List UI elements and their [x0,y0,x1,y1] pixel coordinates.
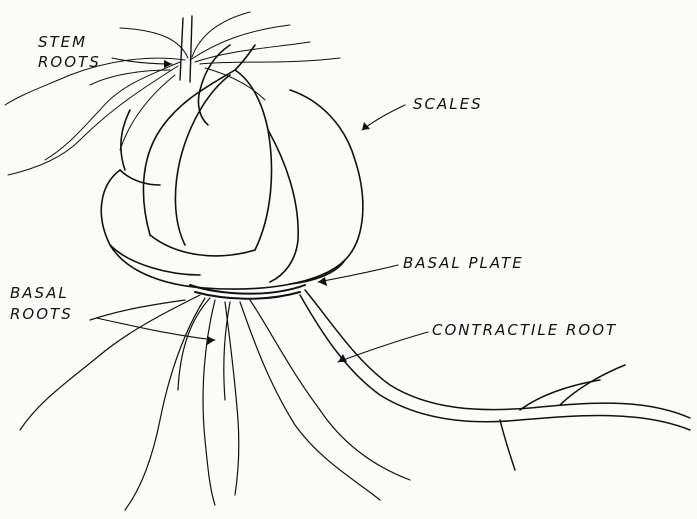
bulb-scales-drawing [101,45,363,289]
stem-roots-label-line2: ROOTS [38,53,101,71]
basal-plate-label: BASAL PLATE [403,254,524,272]
stem-drawing [180,16,192,82]
scales-label: SCALES [413,95,483,113]
contractile-root-drawing [300,290,690,470]
basal-plate-drawing [190,285,305,299]
basal-roots-label-line1: BASAL [10,284,69,302]
basal-roots-drawing [20,295,410,510]
contractile-root-label: CONTRACTILE ROOT [432,321,617,339]
stem-roots-label-line1: STEM [38,33,87,51]
basal-roots-label-line2: ROOTS [10,305,73,323]
